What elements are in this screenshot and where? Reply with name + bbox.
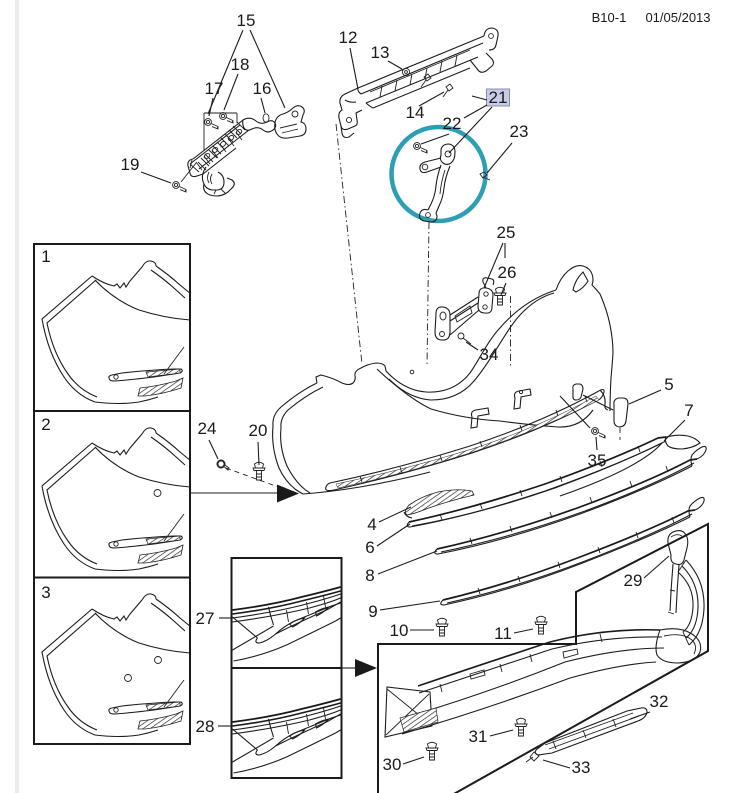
svg-text:6: 6 [365, 538, 374, 557]
svg-text:5: 5 [664, 375, 673, 394]
svg-text:29: 29 [624, 571, 643, 590]
svg-text:33: 33 [572, 758, 591, 777]
svg-text:19: 19 [121, 155, 140, 174]
svg-text:14: 14 [406, 103, 425, 122]
svg-text:3: 3 [41, 583, 50, 602]
svg-text:8: 8 [365, 566, 374, 585]
svg-text:13: 13 [371, 43, 390, 62]
svg-text:4: 4 [367, 515, 376, 534]
svg-text:18: 18 [231, 55, 250, 74]
svg-text:2: 2 [41, 415, 50, 434]
svg-text:01/05/2013: 01/05/2013 [645, 10, 710, 25]
svg-text:9: 9 [368, 602, 377, 621]
svg-text:17: 17 [205, 79, 224, 98]
svg-text:12: 12 [339, 28, 358, 47]
svg-text:15: 15 [237, 11, 256, 30]
svg-text:23: 23 [510, 122, 529, 141]
svg-text:16: 16 [253, 79, 272, 98]
svg-text:25: 25 [497, 223, 516, 242]
svg-text:27: 27 [196, 609, 215, 628]
svg-text:20: 20 [249, 421, 268, 440]
svg-text:11: 11 [494, 624, 512, 643]
svg-text:1: 1 [41, 247, 50, 266]
svg-text:30: 30 [383, 755, 402, 774]
svg-text:28: 28 [196, 717, 215, 736]
svg-text:7: 7 [684, 401, 693, 420]
svg-text:B10-1: B10-1 [592, 10, 627, 25]
svg-text:10: 10 [390, 621, 409, 640]
svg-text:32: 32 [650, 692, 669, 711]
svg-text:22: 22 [443, 114, 462, 133]
svg-text:21: 21 [489, 88, 508, 107]
svg-text:26: 26 [498, 263, 517, 282]
svg-text:31: 31 [469, 727, 488, 746]
svg-text:24: 24 [198, 419, 217, 438]
